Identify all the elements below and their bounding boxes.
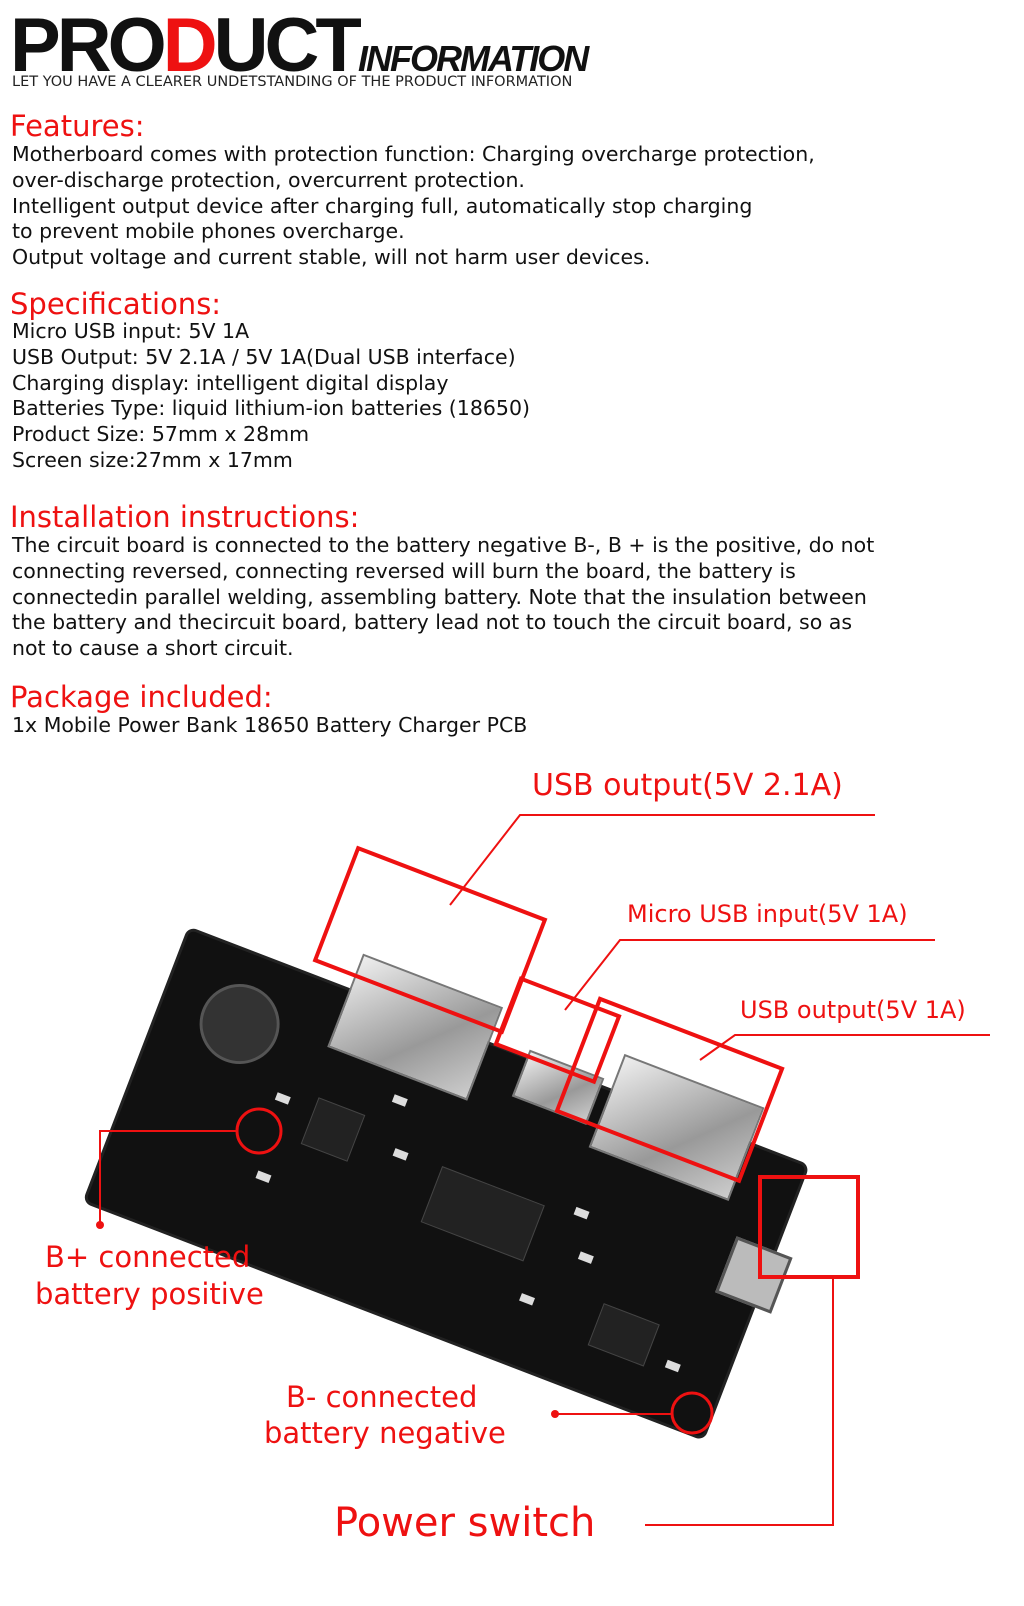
text-line: Output voltage and current stable, will … [12,245,651,270]
text-line: the battery and thecircuit board, batter… [12,610,853,635]
text-line: The circuit board is connected to the ba… [12,533,875,557]
text-line: to prevent mobile phones overcharge. [12,219,405,244]
text-line: Micro USB input: 5V 1A [12,319,250,343]
text-line: 1x Mobile Power Bank 18650 Battery Charg… [12,713,528,737]
tagline: LET YOU HAVE A CLEARER UNDETSTANDING OF … [12,74,573,90]
label-b-plus-2: battery positive [35,1277,264,1311]
text-line: not to cause a short circuit. [12,636,294,661]
installation-heading: Installation instructions: [10,500,360,534]
text-line: USB Output: 5V 2.1A / 5V 1A(Dual USB int… [12,344,516,369]
specifications-heading: Specifications: [10,287,222,321]
package-text: 1x Mobile Power Bank 18650 Battery Charg… [12,713,527,739]
text-line: Batteries Type: liquid lithium-ion batte… [12,396,531,421]
text-line: Charging display: intelligent digital di… [12,370,449,395]
text-line: Motherboard comes with protection functi… [12,142,815,166]
package-heading: Package included: [10,680,273,714]
features-text: Motherboard comes with protection functi… [12,142,815,271]
text-line: over-discharge protection, overcurrent p… [12,167,525,192]
label-b-minus-2: battery negative [264,1416,506,1450]
logo-part: PRO [10,3,167,88]
logo-part-red: D [162,3,218,88]
text-line: Product Size: 57mm x 28mm [12,422,310,447]
logo-part: UCT [213,3,362,88]
label-b-plus-1: B+ connected [45,1240,251,1274]
text-line: connectedin parallel welding, assembling… [12,584,867,609]
label-micro-usb-input: Micro USB input(5V 1A) [627,900,908,928]
text-line: Screen size:27mm x 17mm [12,447,293,472]
text-line: Intelligent output device after charging… [12,193,753,218]
label-b-minus-1: B- connected [286,1380,478,1414]
specifications-text: Micro USB input: 5V 1A USB Output: 5V 2.… [12,319,530,474]
label-usb-output-2a: USB output(5V 2.1A) [532,768,843,803]
logo-subtitle: INFORMATION [358,38,589,79]
installation-text: The circuit board is connected to the ba… [12,533,874,662]
label-usb-output-1a: USB output(5V 1A) [740,996,966,1024]
label-power-switch: Power switch [334,1500,596,1546]
features-heading: Features: [10,109,145,143]
logo-title: PRODUCT [10,8,362,84]
text-line: connecting reversed, connecting reversed… [12,558,796,583]
